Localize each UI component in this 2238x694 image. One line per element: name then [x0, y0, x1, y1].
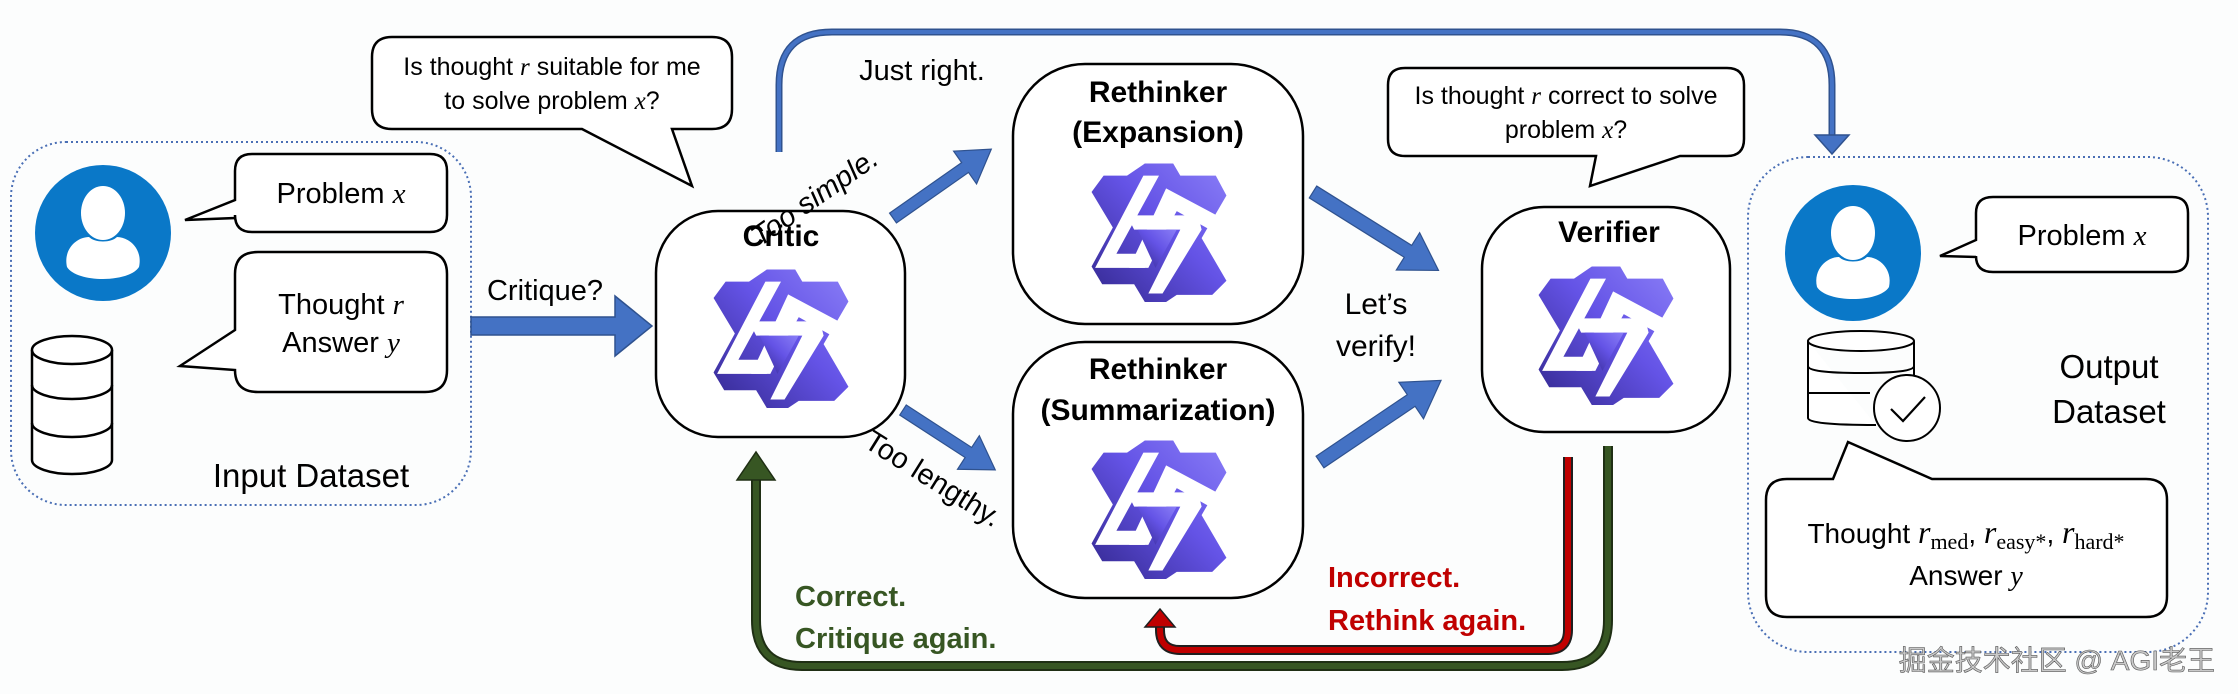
output-dataset-label-2: Dataset	[2052, 393, 2166, 430]
problem-label-output: Problem x	[2018, 220, 2147, 252]
too-lengthy-label: Too lengthy.	[859, 425, 1007, 534]
database-icon-input	[30, 334, 114, 476]
critic-title: Critic	[743, 220, 820, 253]
critique-arrow	[470, 294, 654, 358]
correct-label-2: Critique again.	[795, 623, 996, 655]
rethinker-expansion-title1: Rethinker	[1089, 76, 1228, 109]
verifier-title: Verifier	[1558, 216, 1660, 249]
thought-answer-bubble-output	[1764, 440, 2169, 619]
rethinker-expansion-title2: (Expansion)	[1072, 116, 1244, 149]
thought-label-output: Thought rmed, reasy*, rhard*	[1807, 514, 2124, 554]
problem-bubble-output	[1939, 195, 2190, 274]
problem-bubble-input	[184, 152, 449, 234]
expansion-to-verifier-arrow	[1308, 185, 1440, 272]
too-simple-arrow	[888, 148, 993, 224]
summarization-to-verifier-arrow	[1315, 379, 1442, 469]
verifier-question-line1: Is thought r correct to solve	[1415, 82, 1718, 110]
user-icon-output	[1785, 185, 1921, 321]
correct-loop-arrow	[735, 446, 1613, 671]
critic-question-line1: Is thought r suitable for me	[403, 53, 700, 81]
input-dataset-label: Input Dataset	[213, 457, 409, 494]
answer-label-input: Answer y	[282, 327, 400, 359]
rethinker-summarization-title1: Rethinker	[1089, 353, 1228, 386]
correct-label-1: Correct.	[795, 581, 906, 613]
incorrect-label-2: Rethink again.	[1328, 605, 1526, 637]
critique-label: Critique?	[487, 275, 603, 307]
verified-database-icon	[1807, 330, 1941, 442]
verifier-question-bubble	[1386, 66, 1746, 188]
problem-label-input: Problem x	[277, 178, 406, 210]
lets-verify-label-2: verify!	[1336, 330, 1416, 363]
lets-verify-label-1: Let’s	[1345, 288, 1408, 321]
thought-label-input: Thought r	[278, 289, 404, 321]
user-icon	[35, 165, 171, 301]
output-dataset-box	[1747, 156, 2209, 653]
critic-question-bubble	[370, 35, 734, 189]
incorrect-loop-arrow	[1143, 457, 1573, 655]
just-right-label: Just right.	[859, 55, 985, 87]
incorrect-label-1: Incorrect.	[1328, 562, 1460, 594]
critic-question-line2: to solve problem x?	[444, 87, 659, 115]
output-dataset-label-1: Output	[2059, 348, 2158, 385]
answer-label-output: Answer y	[1909, 560, 2023, 592]
too-lengthy-arrow	[898, 404, 997, 471]
verifier-question-line2: problem x?	[1505, 116, 1627, 144]
input-dataset-box	[10, 141, 472, 506]
watermark: 掘金技术社区 @ AGI老王	[1899, 645, 2215, 676]
rethinker-summarization-title2: (Summarization)	[1040, 394, 1275, 427]
thought-answer-bubble-input	[176, 250, 449, 394]
